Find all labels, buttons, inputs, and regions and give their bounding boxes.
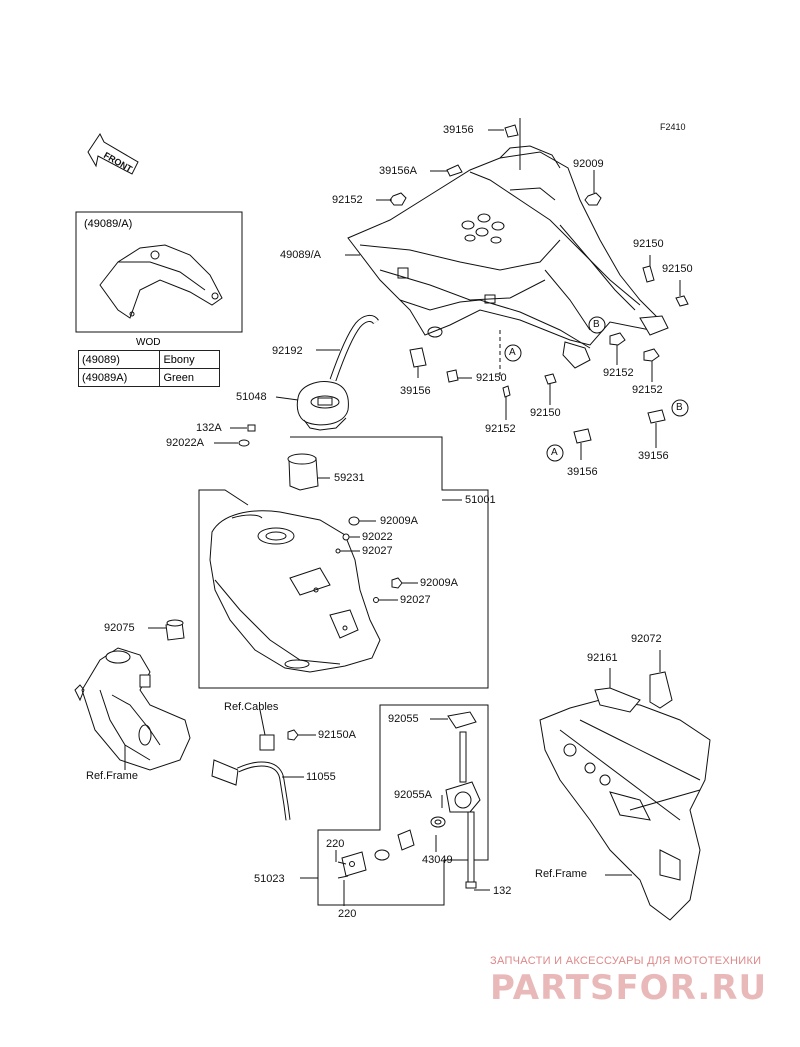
wod-color-cell: Green — [159, 368, 220, 387]
wod-part-cell: (49089A) — [77, 368, 161, 387]
callout-92072: 92072 — [631, 633, 662, 645]
inset-label: (49089/A) — [84, 218, 133, 230]
callout-ref-cables: Ref.Cables — [224, 701, 279, 713]
callout-92009a: 92009A — [420, 577, 458, 589]
right-frame-drawing — [539, 671, 711, 921]
fuel-cock-box — [317, 704, 489, 906]
diagram-code: F2410 — [660, 122, 686, 132]
callout-92009a: 92009A — [380, 515, 418, 527]
callout-92192: 92192 — [272, 345, 303, 357]
wod-title: WOD — [136, 337, 161, 348]
callout-92027: 92027 — [362, 545, 393, 557]
marker-b-circle-2 — [671, 399, 689, 417]
callout-92150: 92150 — [662, 263, 693, 275]
callout-92152: 92152 — [632, 384, 663, 396]
damper-drawing — [165, 619, 185, 641]
marker-a-circle-2 — [546, 444, 564, 462]
callout-92055: 92055 — [388, 713, 419, 725]
callout-51048: 51048 — [236, 391, 267, 403]
left-frame-drawing — [74, 647, 191, 771]
shroud-drawing — [347, 145, 669, 369]
fuel-tank-drawing — [209, 510, 381, 673]
callout-92150: 92150 — [633, 238, 664, 250]
callout-220: 220 — [326, 838, 345, 850]
inset-shroud-drawing — [99, 244, 223, 319]
wod-part-cell: (49089) — [77, 350, 161, 369]
watermark-logo: PARTSFOR.RU — [490, 968, 768, 1008]
table-row: (49089) Ebony — [77, 350, 220, 369]
callout-92152: 92152 — [603, 367, 634, 379]
callout-39156: 39156 — [567, 466, 598, 478]
callout-92161: 92161 — [587, 652, 618, 664]
front-arrow-icon: FRONT — [87, 133, 139, 175]
callout-92055a: 92055A — [394, 789, 432, 801]
marker-a: A — [509, 347, 516, 358]
inset-box — [75, 211, 243, 333]
tank-strap-drawing — [211, 759, 291, 821]
tank-group-box — [198, 436, 489, 689]
callout-92150a: 92150A — [318, 729, 356, 741]
callout-39156a: 39156A — [379, 165, 417, 177]
callout-39156: 39156 — [638, 450, 669, 462]
callout-49089a: 49089/A — [280, 249, 321, 261]
callout-43049: 43049 — [422, 854, 453, 866]
callout-132a: 132A — [196, 422, 222, 434]
breather-hose-drawing — [329, 314, 379, 382]
table-row: (49089A) Green — [77, 368, 220, 387]
marker-b: B — [593, 319, 600, 330]
fuel-cap-drawing — [296, 381, 349, 431]
marker-b-circle-1 — [588, 316, 606, 334]
callout-92009: 92009 — [573, 158, 604, 170]
wod-color-cell: Ebony — [159, 350, 220, 369]
callout-39156: 39156 — [400, 385, 431, 397]
callout-51023: 51023 — [254, 873, 285, 885]
fuel-cock-drawing — [337, 731, 481, 889]
marker-a: A — [551, 447, 558, 458]
callout-220: 220 — [338, 908, 357, 920]
callout-92150: 92150 — [530, 407, 561, 419]
callout-132: 132 — [493, 885, 512, 897]
callout-92022a: 92022A — [166, 437, 204, 449]
shroud-fasteners — [389, 124, 689, 444]
callout-39156: 39156 — [443, 124, 474, 136]
callout-92022: 92022 — [362, 531, 393, 543]
callout-92150: 92150 — [476, 372, 507, 384]
marker-b: B — [676, 402, 683, 413]
callout-59231: 59231 — [334, 472, 365, 484]
callout-92027: 92027 — [400, 594, 431, 606]
wod-color-table: (49089) Ebony (49089A) Green — [77, 350, 220, 387]
callout-ref-frame-left: Ref.Frame — [86, 770, 138, 782]
callout-92152: 92152 — [485, 423, 516, 435]
callout-51001: 51001 — [465, 494, 496, 506]
filler-neck-drawing — [287, 453, 319, 491]
callout-92075: 92075 — [104, 622, 135, 634]
callout-92152: 92152 — [332, 194, 363, 206]
watermark-tagline: ЗАПЧАСТИ И АКСЕССУАРЫ ДЛЯ МОТОТЕХНИКИ — [490, 955, 762, 967]
callout-11055: 11055 — [306, 771, 336, 783]
callout-ref-frame-right: Ref.Frame — [535, 868, 587, 880]
marker-a-circle-1 — [504, 344, 522, 362]
